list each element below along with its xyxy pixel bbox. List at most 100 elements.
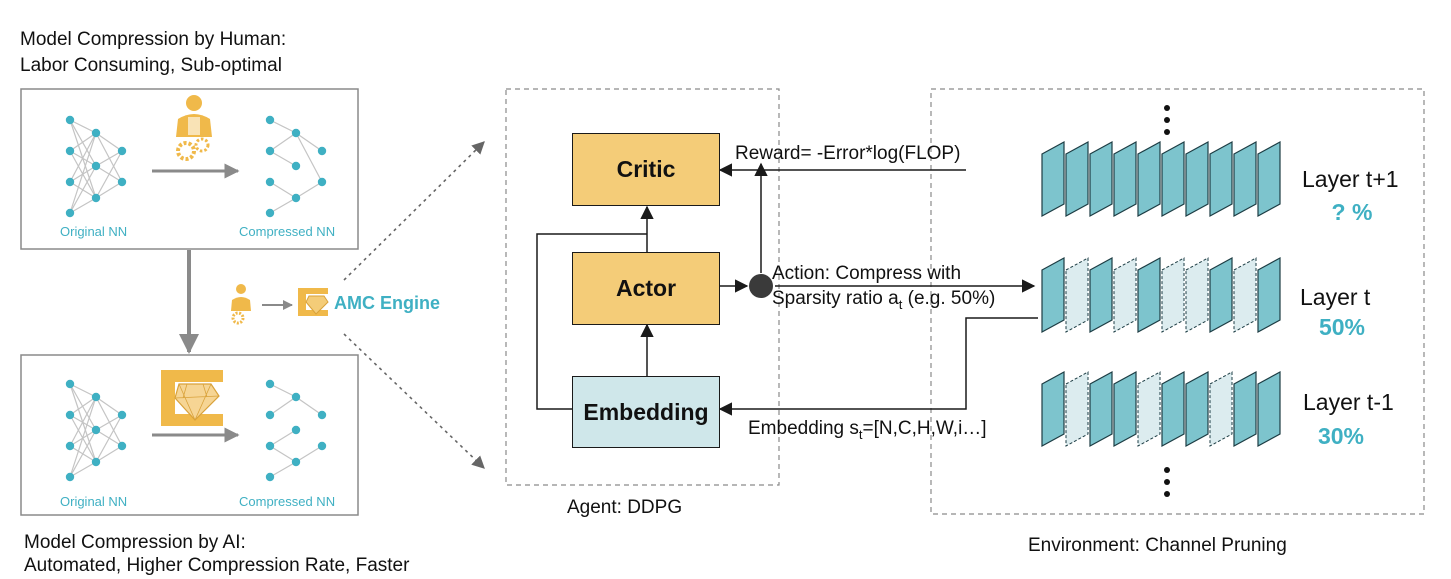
- human-title-line2: Labor Consuming, Sub-optimal: [20, 55, 282, 76]
- kept-channel-plate: [1185, 370, 1209, 448]
- pruned-channel-plate: [1065, 257, 1089, 333]
- layer-t-minus-1-name: Layer t-1: [1303, 389, 1394, 415]
- kept-channel-plate: [1209, 256, 1233, 334]
- nn-node: [65, 441, 75, 451]
- nn-node: [317, 177, 327, 187]
- kept-channel-plate: [1089, 256, 1113, 334]
- reward-label: Reward= -Error*log(FLOP): [735, 143, 961, 164]
- compressed-nn-bottom-graph: [265, 379, 327, 482]
- engine-to-agent-upper-dotted-arrow: [343, 141, 485, 281]
- small-engine-icon: [298, 288, 329, 316]
- nn-node: [65, 208, 75, 218]
- nn-node: [265, 379, 275, 389]
- nn-node: [91, 161, 101, 171]
- kept-channel-plate: [1233, 140, 1257, 218]
- nn-node: [291, 457, 301, 467]
- pruned-channel-plate: [1113, 257, 1137, 333]
- nn-node: [265, 146, 275, 156]
- nn-node: [65, 472, 75, 482]
- nn-node: [265, 115, 275, 125]
- kept-channel-plate: [1113, 370, 1137, 448]
- action-label-line1: Action: Compress with: [772, 263, 962, 284]
- original-nn-top-graph: [65, 115, 127, 218]
- compressed-nn-top-graph: [265, 115, 327, 218]
- critic-box: Critic: [572, 133, 720, 206]
- action-label-line2: Sparsity ratio at (e.g. 50%): [772, 288, 996, 312]
- nn-node: [317, 441, 327, 451]
- nn-node: [65, 115, 75, 125]
- nn-node: [291, 161, 301, 171]
- kept-channel-plate: [1041, 256, 1065, 334]
- embedding-label: Embedding: [583, 398, 709, 425]
- layer-t-minus-1-pct: 30%: [1317, 423, 1365, 449]
- nn-node: [291, 425, 301, 435]
- kept-channel-plate: [1089, 140, 1113, 218]
- nn-node: [265, 208, 275, 218]
- nn-node: [91, 128, 101, 138]
- nn-node: [265, 441, 275, 451]
- human-worker-icon: [176, 95, 212, 161]
- compressed-nn-label-top: Compressed NN: [239, 224, 336, 239]
- nn-node: [265, 177, 275, 187]
- human-compression-box: [20, 88, 359, 250]
- ai-title-line1: Model Compression by AI:: [24, 532, 246, 553]
- kept-channel-plate: [1185, 140, 1209, 218]
- compressed-nn-label-bottom: Compressed NN: [239, 494, 336, 509]
- layer-t-plus-1-plates: [1041, 140, 1281, 218]
- nn-node: [117, 177, 127, 187]
- action-junction-dot: [749, 274, 773, 298]
- kept-channel-plate: [1161, 140, 1185, 218]
- nn-node: [91, 457, 101, 467]
- kept-channel-plate: [1161, 370, 1185, 448]
- layer-t-plus-1-name: Layer t+1: [1302, 166, 1399, 192]
- actor-box: Actor: [572, 252, 720, 325]
- layer-t-pct: 50%: [1318, 314, 1366, 340]
- pruned-channel-plate: [1209, 371, 1233, 447]
- human-title-line1: Model Compression by Human:: [20, 29, 287, 50]
- embedding-state-label: Embedding st=[N,C,H,W,i…]: [748, 418, 987, 442]
- layer-t-name: Layer t: [1300, 284, 1371, 310]
- critic-label: Critic: [616, 156, 676, 182]
- nn-node: [91, 392, 101, 402]
- nn-node: [65, 379, 75, 389]
- embedding-box: Embedding: [572, 376, 720, 448]
- kept-channel-plate: [1065, 140, 1089, 218]
- original-nn-label-top: Original NN: [60, 224, 128, 239]
- nn-node: [291, 128, 301, 138]
- layer-t-plates: [1041, 256, 1281, 334]
- nn-node: [317, 410, 327, 420]
- environment-caption: Environment: Channel Pruning: [1028, 535, 1287, 556]
- actor-label: Actor: [615, 275, 677, 301]
- pruned-channel-plate: [1161, 257, 1185, 333]
- small-human-icon: [231, 284, 251, 325]
- kept-channel-plate: [1257, 370, 1281, 448]
- amc-engine-label: AMC Engine: [334, 293, 440, 313]
- engine-to-agent-lower-dotted-arrow: [343, 333, 485, 469]
- environment-dashed-box: [930, 88, 1425, 515]
- kept-channel-plate: [1137, 140, 1161, 218]
- nn-node: [117, 441, 127, 451]
- kept-channel-plate: [1137, 256, 1161, 334]
- nn-node: [65, 146, 75, 156]
- kept-channel-plate: [1209, 140, 1233, 218]
- pruned-channel-plate: [1185, 257, 1209, 333]
- original-nn-bottom-graph: [65, 379, 127, 482]
- kept-channel-plate: [1041, 370, 1065, 448]
- more-layers-bottom-dots: [1164, 467, 1170, 497]
- nn-node: [65, 177, 75, 187]
- nn-node: [91, 425, 101, 435]
- kept-channel-plate: [1089, 370, 1113, 448]
- kept-channel-plate: [1041, 140, 1065, 218]
- ai-compression-box: [20, 354, 359, 516]
- nn-node: [117, 146, 127, 156]
- nn-node: [65, 410, 75, 420]
- nn-node: [317, 146, 327, 156]
- layer-t-plus-1-pct: ? %: [1331, 199, 1373, 225]
- original-nn-label-bottom: Original NN: [60, 494, 128, 509]
- nn-node: [91, 193, 101, 203]
- kept-channel-plate: [1113, 140, 1137, 218]
- nn-node: [291, 392, 301, 402]
- pruned-channel-plate: [1137, 371, 1161, 447]
- kept-channel-plate: [1233, 370, 1257, 448]
